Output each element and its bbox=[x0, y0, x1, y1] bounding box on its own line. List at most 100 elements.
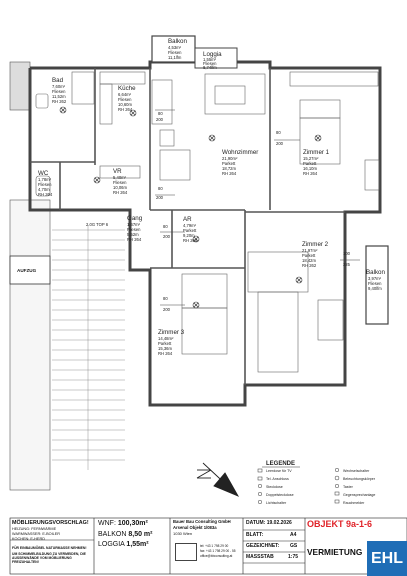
scale-value: 1:75 bbox=[288, 554, 299, 560]
svg-text:RH 264: RH 264 bbox=[113, 190, 128, 195]
svg-text:15,27m²: 15,27m² bbox=[303, 156, 319, 161]
svg-text:Bad: Bad bbox=[52, 77, 64, 84]
svg-text:4,79m²: 4,79m² bbox=[183, 223, 197, 228]
window-markers bbox=[155, 109, 360, 306]
svg-text:Küche: Küche bbox=[118, 85, 136, 92]
svg-text:18,42m: 18,42m bbox=[302, 258, 316, 263]
svg-text:Parkett: Parkett bbox=[222, 161, 236, 166]
svg-text:Parkett: Parkett bbox=[302, 253, 316, 258]
svg-text:Fliesen: Fliesen bbox=[113, 180, 127, 185]
room-label-bad: Bad 7,60m² Fliesen 11,52m RH 262 bbox=[52, 77, 67, 104]
wnf-row: WNF: 100,30m² bbox=[98, 520, 148, 528]
svg-text:RH 264: RH 264 bbox=[127, 237, 142, 242]
room-label-kueche: Küche 6,64m² Fliesen 10,60m RH 264 bbox=[118, 85, 136, 112]
sheet-label: BLATT: bbox=[246, 532, 264, 538]
svg-text:Parkett: Parkett bbox=[303, 161, 317, 166]
room-label-vr: VR 5,40m² Fliesen 10,06m RH 264 bbox=[113, 168, 128, 195]
company-name: Bauer Bau Consulting GmbH bbox=[173, 519, 231, 524]
svg-text:Fliesen: Fliesen bbox=[168, 50, 182, 55]
loggia-row: LOGGIA 1,55m² bbox=[98, 541, 149, 549]
svg-text:Gang: Gang bbox=[127, 215, 143, 222]
window-height: 200 bbox=[156, 117, 164, 122]
contact-fax: fax: +43 1 798 29 00 - 55 bbox=[200, 549, 236, 553]
svg-text:Zimmer 1: Zimmer 1 bbox=[303, 149, 330, 156]
drawn-by-value: GS bbox=[290, 543, 298, 549]
heating-value: FERNWÄRME bbox=[31, 527, 57, 531]
legend-item: Gegensprechanlage bbox=[343, 493, 375, 497]
svg-text:Parkett: Parkett bbox=[158, 341, 172, 346]
window-width: 80 bbox=[158, 186, 163, 191]
svg-text:Fliesen: Fliesen bbox=[368, 281, 382, 286]
svg-text:Parkett: Parkett bbox=[183, 228, 197, 233]
scale-label: MASSSTAB bbox=[246, 554, 274, 560]
svg-text:15,36m: 15,36m bbox=[158, 346, 172, 351]
warmwater-label: WARMWASSER: bbox=[12, 532, 42, 536]
window-width: 80 bbox=[163, 224, 168, 229]
room-label-loggia: Loggia 1,55m² Fliesen 8,74lfm bbox=[203, 51, 222, 70]
contact-email: office@bbconsulting.at bbox=[200, 554, 233, 558]
svg-text:14,48m²: 14,48m² bbox=[158, 336, 174, 341]
room-label-gang: Gang 1,67m² Fliesen 5,52m RH 264 bbox=[127, 215, 143, 242]
window-width: 80 bbox=[163, 296, 168, 301]
balkon-right bbox=[365, 245, 389, 325]
wnf-label: WNF: bbox=[98, 520, 116, 527]
svg-text:Wohnzimmer: Wohnzimmer bbox=[222, 149, 258, 156]
svg-text:Fliesen: Fliesen bbox=[52, 89, 66, 94]
room-label-ar: AR 4,79m² Parkett 9,20m RH 264 bbox=[183, 216, 198, 243]
balkon-top bbox=[151, 35, 196, 63]
room-label-zimmer1: Zimmer 1 15,27m² Parkett 16,10m RH 264 bbox=[303, 149, 330, 176]
svg-text:1,78m²: 1,78m² bbox=[38, 177, 52, 182]
legend-item: Lichtschalter bbox=[266, 501, 287, 505]
object-number: OBJEKT 9a-1-6 bbox=[307, 519, 373, 529]
elevator-label: AUFZUG bbox=[17, 268, 37, 273]
left-neighbour-wall bbox=[9, 61, 31, 111]
legend-title: LEGENDE bbox=[266, 461, 295, 467]
svg-text:21,97m²: 21,97m² bbox=[302, 248, 318, 253]
legend-item: Doppelsteckdose bbox=[266, 493, 294, 497]
project-city: 1030 Wien bbox=[173, 531, 193, 536]
svg-text:5,52m: 5,52m bbox=[127, 232, 139, 237]
room-label-zimmer2: Zimmer 2 21,97m² Parkett 18,42m RH 262 bbox=[302, 241, 329, 268]
stair-wall-left bbox=[9, 199, 51, 491]
svg-text:RH 264: RH 264 bbox=[222, 171, 237, 176]
rental-label: VERMIETUNG bbox=[307, 547, 363, 557]
svg-text:8,74lfm: 8,74lfm bbox=[203, 65, 217, 70]
cooking-row: KOCHEN: E-HERD bbox=[12, 537, 45, 541]
furniture bbox=[35, 71, 380, 373]
svg-text:5,40m²: 5,40m² bbox=[113, 175, 127, 180]
room-label-wohnzimmer: Wohnzimmer 21,90m² Parkett 18,72m RH 264 bbox=[222, 149, 258, 176]
svg-text:1,67m²: 1,67m² bbox=[127, 222, 141, 227]
svg-text:4,53m²: 4,53m² bbox=[168, 45, 182, 50]
svg-text:Balkon: Balkon bbox=[168, 38, 187, 45]
svg-text:RH 264: RH 264 bbox=[303, 171, 318, 176]
svg-text:RH 262: RH 262 bbox=[302, 263, 317, 268]
window-height: 200 bbox=[163, 234, 171, 239]
note-mould: UM SCHIMMELBILDUNG ZU VERMEIDEN, DIE AUS… bbox=[12, 552, 86, 564]
window-height: 200 bbox=[163, 307, 171, 312]
svg-text:18,72m: 18,72m bbox=[222, 166, 236, 171]
ehl-logo: EHL bbox=[367, 541, 407, 576]
title-block-frame bbox=[9, 517, 407, 575]
company-logo bbox=[175, 543, 197, 561]
svg-text:9,20m: 9,20m bbox=[183, 233, 195, 238]
svg-text:Zimmer 3: Zimmer 3 bbox=[158, 329, 185, 336]
light-fixtures bbox=[59, 106, 322, 309]
svg-text:RH 264: RH 264 bbox=[158, 351, 173, 356]
drawn-by-label: GEZEICHNET: bbox=[246, 543, 280, 549]
loggia-top bbox=[194, 47, 238, 69]
legend-item: Beleuchtungskörper bbox=[343, 477, 376, 481]
window-height: 225 bbox=[343, 262, 351, 267]
balkon-value: 8,50 m² bbox=[128, 531, 153, 538]
svg-text:VR: VR bbox=[113, 168, 122, 175]
date-field: DATUM: 19.02.2026 bbox=[246, 520, 292, 526]
staircase bbox=[52, 225, 125, 470]
room-label-wc: WC 1,78m² Fliesen 4,70m RH 264 bbox=[38, 170, 53, 197]
svg-text:21,90m²: 21,90m² bbox=[222, 156, 238, 161]
contact-tel: tel: +43 1 798 29 00 bbox=[200, 544, 229, 548]
balkon-row: BALKON 8,50 m² bbox=[98, 531, 152, 539]
svg-text:11,1lfm: 11,1lfm bbox=[168, 55, 182, 60]
inner-walls bbox=[30, 68, 345, 385]
svg-text:1,55m²: 1,55m² bbox=[203, 57, 217, 62]
svg-text:4,70m: 4,70m bbox=[38, 187, 50, 192]
